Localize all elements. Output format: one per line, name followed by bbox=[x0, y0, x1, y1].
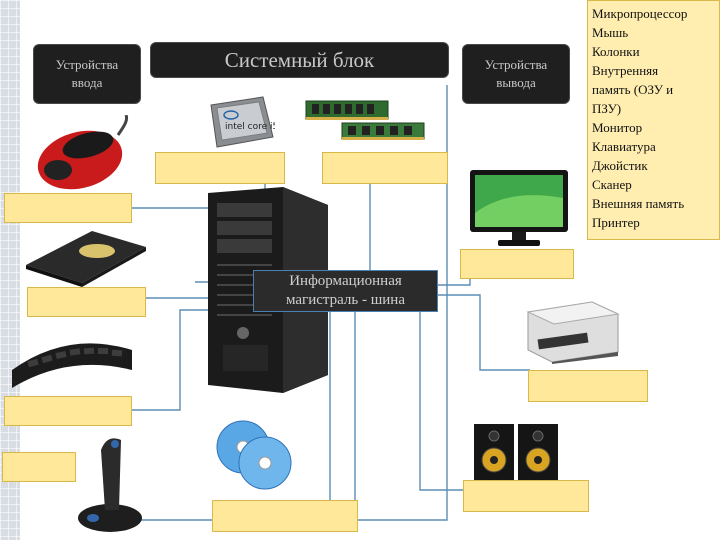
word-list-item: Джойстик bbox=[592, 158, 648, 173]
answer-box-keyboard[interactable] bbox=[4, 396, 132, 426]
word-list-item: память (ОЗУ и bbox=[592, 82, 674, 97]
word-list-item: ПЗУ) bbox=[592, 101, 622, 116]
bus-label-line2: магистраль - шина bbox=[286, 292, 405, 308]
word-list-item: Монитор bbox=[592, 120, 643, 135]
line-printer bbox=[436, 294, 530, 371]
cpu-brand-label: intel core i5 bbox=[225, 122, 275, 132]
cd-disc-icon bbox=[216, 420, 292, 490]
answer-box-memory[interactable] bbox=[322, 152, 448, 184]
word-list-item: Внешняя память bbox=[592, 196, 685, 211]
word-list-item: Сканер bbox=[592, 177, 632, 192]
output-header-line2: вывода bbox=[496, 75, 536, 90]
word-list-item: Микропроцессор bbox=[592, 6, 688, 21]
line-speakers bbox=[419, 310, 465, 491]
information-bus-label: Информационная магистраль - шина bbox=[253, 270, 438, 312]
keyboard-icon bbox=[12, 343, 132, 388]
word-list-item: Колонки bbox=[592, 44, 640, 59]
word-list-panel: Микропроцессор Мышь Колонки Внутренняя п… bbox=[587, 0, 720, 240]
answer-box-printer[interactable] bbox=[528, 370, 648, 402]
output-devices-header: Устройства вывода bbox=[462, 44, 570, 104]
word-list-item: Принтер bbox=[592, 215, 640, 230]
mouse-icon bbox=[37, 115, 129, 190]
monitor-icon bbox=[470, 170, 568, 246]
line-monitor bbox=[436, 278, 471, 286]
memory-module-icon bbox=[305, 100, 425, 140]
answer-box-monitor[interactable] bbox=[460, 249, 574, 279]
speakers-icon bbox=[474, 424, 558, 480]
answer-box-disk[interactable] bbox=[212, 500, 358, 532]
cpu-chip-icon: intel core i5 bbox=[210, 96, 275, 148]
answer-box-scanner[interactable] bbox=[27, 287, 146, 317]
scanner-icon bbox=[26, 231, 146, 287]
joystick-icon bbox=[78, 438, 142, 532]
answer-box-mouse[interactable] bbox=[4, 193, 132, 223]
word-list-item: Клавиатура bbox=[592, 139, 656, 154]
printer-icon bbox=[526, 301, 620, 364]
input-header-line2: ввода bbox=[71, 75, 103, 90]
input-header-line1: Устройства bbox=[55, 57, 119, 72]
system-unit-title: Системный блок bbox=[224, 47, 375, 72]
bus-label-line1: Информационная bbox=[289, 273, 402, 289]
input-devices-header: Устройства ввода bbox=[33, 44, 141, 104]
answer-box-joystick[interactable] bbox=[2, 452, 76, 482]
word-list-item: Мышь bbox=[592, 25, 629, 40]
answer-box-speakers[interactable] bbox=[463, 480, 589, 512]
answer-box-cpu[interactable] bbox=[155, 152, 285, 184]
word-list-item: Внутренняя bbox=[592, 63, 659, 78]
output-header-line1: Устройства bbox=[484, 57, 548, 72]
system-unit-header: Системный блок bbox=[150, 42, 449, 78]
